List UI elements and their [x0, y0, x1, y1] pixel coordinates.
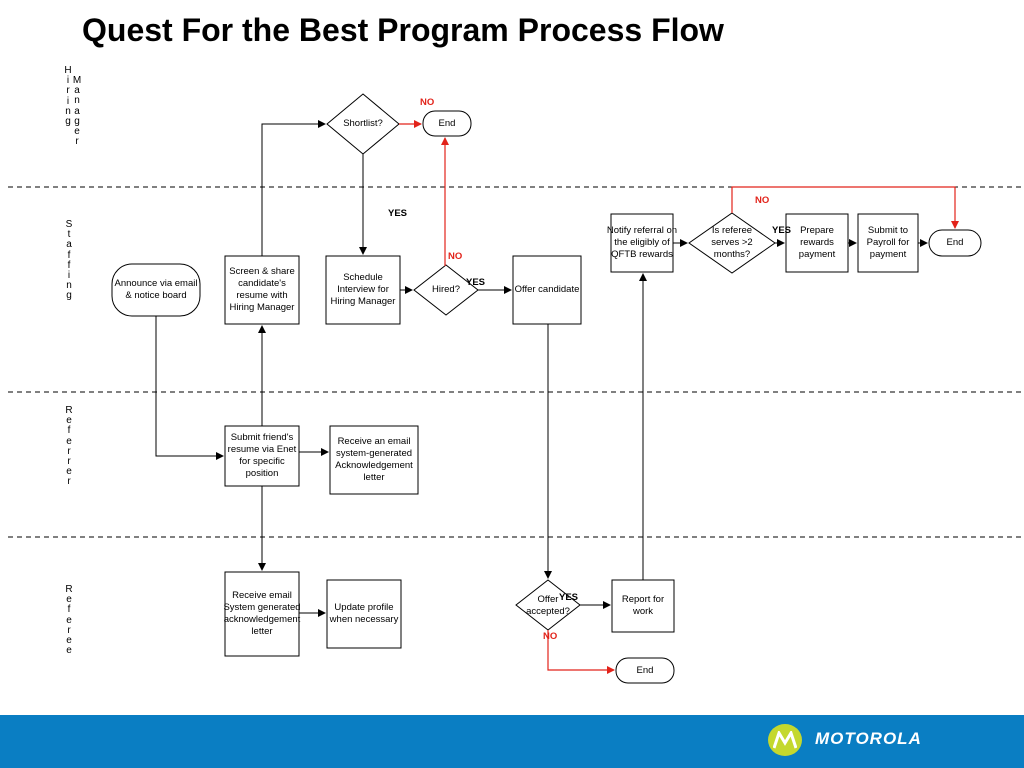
arrow-accepted-no [547, 630, 615, 674]
flag-no-offer: NO [543, 631, 558, 642]
notify-referral-box [610, 213, 674, 273]
flag-yes-hired: YES [466, 277, 486, 288]
page-title: Quest For the Best Program Process Flow [82, 12, 724, 48]
report-work-label: Report for work [621, 594, 665, 617]
end-bottom-label: End [636, 664, 654, 676]
schedule-label: Schedule Interview for Hiring Manager [330, 272, 396, 307]
notify-referral-label: Notify referral on the eligibly of QFTB … [606, 225, 678, 260]
screen-share-label: Screen & share candidate's resume with H… [229, 266, 295, 313]
flag-no-referee: NO [755, 195, 770, 206]
end-top-terminator [422, 110, 472, 137]
flag-yes-shortlist: YES [388, 208, 408, 219]
arrow-screen-to-shortlist [261, 120, 326, 256]
receive-email-system-label: Receive email System generated acknowled… [223, 590, 301, 637]
flag-no-hired: NO [448, 251, 463, 262]
end-bottom-terminator [615, 657, 675, 684]
motorola-logo-icon [768, 724, 802, 756]
prepare-rewards-box [785, 213, 849, 273]
end-top-label: End [438, 117, 456, 129]
submit-payroll-label: Submit to Payroll for payment [866, 225, 910, 260]
prepare-rewards-label: Prepare rewards payment [798, 225, 836, 260]
update-profile-label: Update profile when necessary [329, 602, 399, 625]
arrow-announce-to-submit [155, 316, 224, 460]
receive-email-ack-label: Receive an email system-generated Acknow… [335, 436, 413, 483]
referee-serves-decision [688, 212, 776, 274]
end-right-label: End [946, 237, 964, 248]
submit-friend-label: Submit friend's resume via Enet for spec… [227, 432, 297, 479]
schedule-box [325, 255, 401, 325]
flag-no-shortlist: NO [420, 97, 435, 108]
brand-name: MOTOROLA [815, 729, 922, 748]
flag-yes-referee: YES [772, 225, 792, 236]
announce-label: Announce via email & notice board [114, 278, 198, 301]
flag-yes-offer: YES [559, 592, 579, 603]
offer-candidate-box [512, 255, 582, 325]
referee-serves-label: Is referee serves >2 months? [711, 225, 753, 260]
hired-decision [413, 264, 479, 316]
submit-friend-box [224, 425, 300, 487]
receive-email-system-box [224, 571, 300, 657]
footer-bar [0, 715, 1024, 768]
arrow-referee-no [731, 186, 959, 229]
receive-email-ack-box [329, 425, 419, 495]
shortlist-label: Shortlist? [343, 118, 383, 129]
update-profile-box [326, 579, 402, 649]
offer-accepted-label: Offer accepted? [526, 594, 570, 617]
end-right-terminator [928, 229, 982, 257]
report-work-box [611, 579, 675, 633]
submit-payroll-box [857, 213, 919, 273]
hired-label: Hired? [432, 284, 460, 295]
offer-candidate-label: Offer candidate [514, 284, 580, 295]
